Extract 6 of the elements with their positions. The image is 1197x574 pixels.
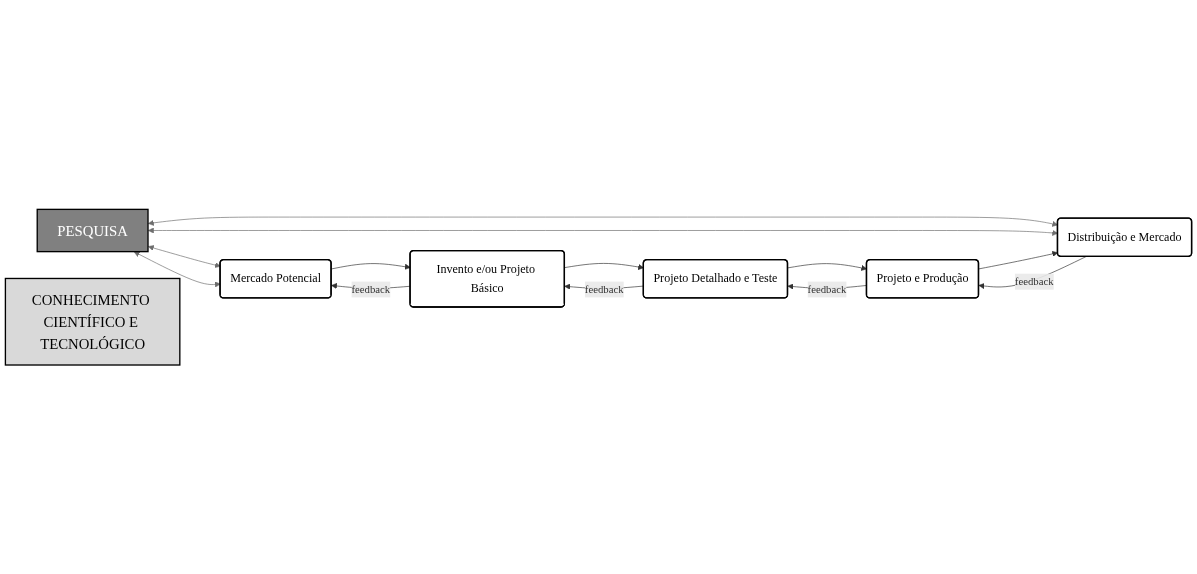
node-box: CONHECIMENTO CIENTÍFICO E TECNOLÓGICO	[4, 277, 181, 366]
edge-label: feedback	[1014, 275, 1054, 287]
edge-label: feedback	[584, 283, 624, 295]
edge-label: feedback	[351, 283, 391, 295]
edge-label: feedback	[807, 283, 847, 295]
node-box: PESQUISA	[36, 208, 149, 253]
